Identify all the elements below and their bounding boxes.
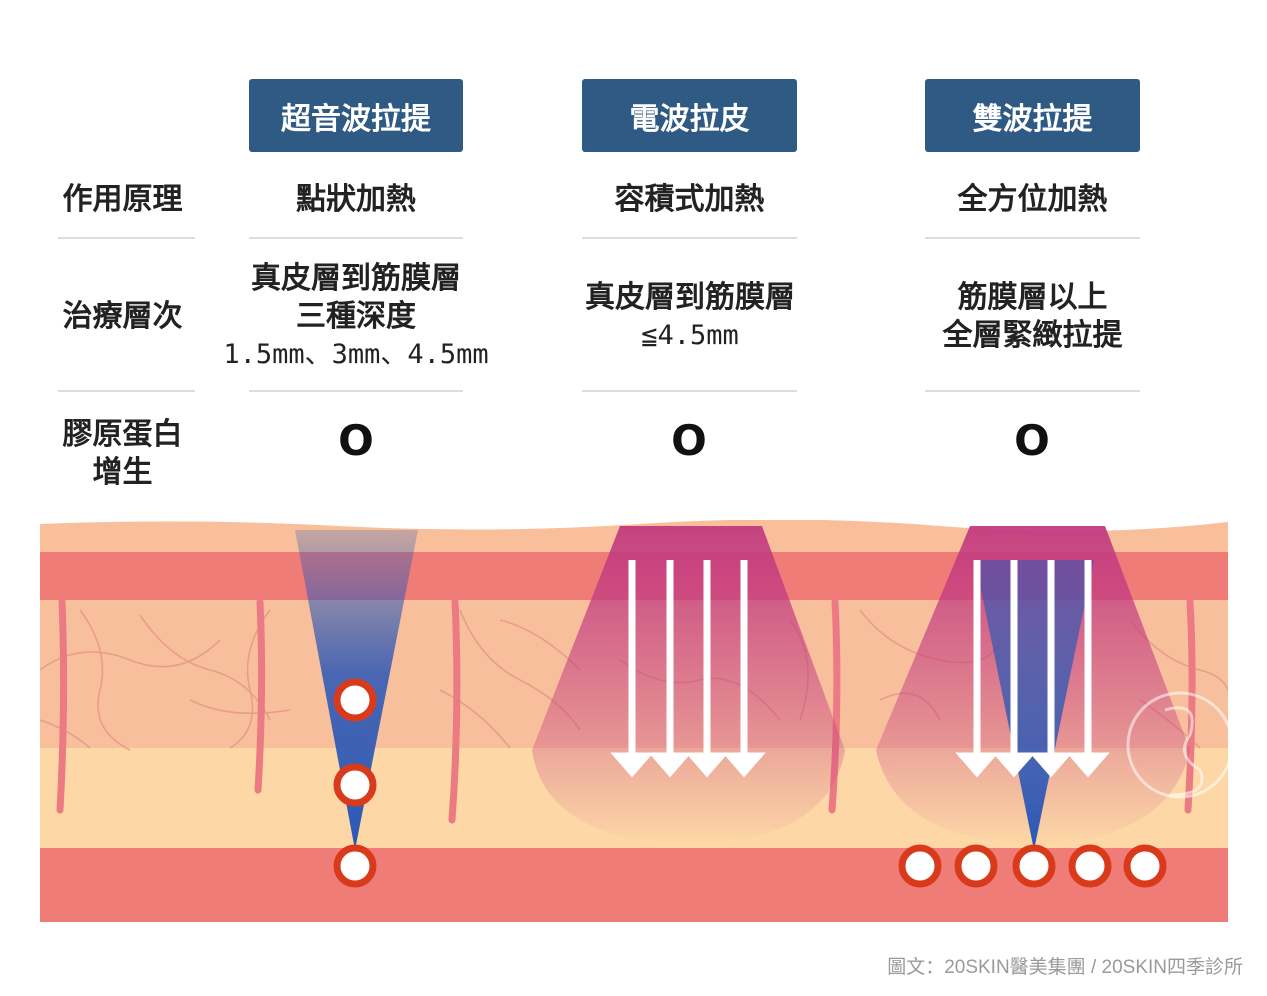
depth-ultrasound-line2: 三種深度: [296, 299, 416, 334]
header-ultrasound-label: 超音波拉提: [281, 101, 431, 137]
dual-arrows: [955, 560, 1110, 778]
collagen-mark-ultrasound: O: [338, 416, 374, 465]
divider: [58, 390, 195, 392]
vessels: [56, 598, 1196, 824]
principle-rf: 容積式加熱: [614, 182, 765, 217]
header-rf-label: 電波拉皮: [629, 101, 750, 137]
depth-ultrasound-line1: 真皮層到筋膜層: [251, 261, 461, 296]
collagen-mark-dual: O: [1014, 416, 1050, 465]
rf-heating-zone: [532, 526, 845, 845]
depth-dual: 筋膜層以上 全層緊緻拉提: [905, 279, 1160, 355]
divider: [58, 237, 195, 239]
collagen-mark-rf: O: [671, 416, 707, 465]
row-label-collagen-line1: 膠原蛋白: [62, 417, 183, 452]
depth-rf-line1: 真皮層到筋膜層: [585, 280, 795, 315]
principle-dual: 全方位加熱: [957, 182, 1108, 217]
dual-ultrasound-beam: [975, 560, 1094, 850]
row-label-collagen: 膠原蛋白 增生: [40, 416, 205, 492]
divider: [925, 390, 1140, 392]
depth-dual-line1: 筋膜層以上: [957, 280, 1108, 315]
focal-point-icon: [954, 844, 998, 888]
depth-rf: 真皮層到筋膜層 ≦4.5mm: [560, 279, 820, 355]
focal-point-icon: [333, 763, 377, 807]
header-rf: 電波拉皮: [582, 79, 797, 152]
skin-cross-section-illustration: [40, 520, 1228, 922]
divider: [249, 390, 463, 392]
depth-dual-line2: 全層緊緻拉提: [942, 318, 1123, 353]
watermark-logo-icon: [1126, 691, 1228, 799]
image-credit: 圖文：20SKIN醫美集團 / 20SKIN四季診所: [887, 957, 1243, 978]
header-dual: 雙波拉提: [925, 79, 1140, 152]
depth-ultrasound-line3: 1.5mm、3mm、4.5mm: [223, 339, 489, 370]
depth-ultrasound: 真皮層到筋膜層 三種深度 1.5mm、3mm、4.5mm: [200, 260, 512, 374]
depth-rf-line2: ≦4.5mm: [641, 320, 739, 351]
rf-arrows: [610, 560, 766, 778]
row-label-depth: 治療層次: [62, 299, 183, 334]
focal-point-icon: [1068, 844, 1112, 888]
header-dual-label: 雙波拉提: [972, 101, 1093, 137]
divider: [249, 237, 463, 239]
focal-point-icon: [1123, 844, 1167, 888]
row-label-principle: 作用原理: [62, 182, 183, 217]
header-ultrasound: 超音波拉提: [249, 79, 463, 152]
focal-point-icon: [1012, 844, 1056, 888]
focal-point-icon: [333, 678, 377, 722]
divider: [582, 237, 797, 239]
ultrasound-focal-points: [333, 678, 377, 888]
focal-point-icon: [333, 844, 377, 888]
divider: [582, 390, 797, 392]
principle-ultrasound: 點狀加熱: [296, 182, 416, 217]
dual-focal-points: [898, 844, 1167, 888]
row-label-collagen-line2: 增生: [92, 455, 153, 490]
divider: [925, 237, 1140, 239]
focal-point-icon: [898, 844, 942, 888]
